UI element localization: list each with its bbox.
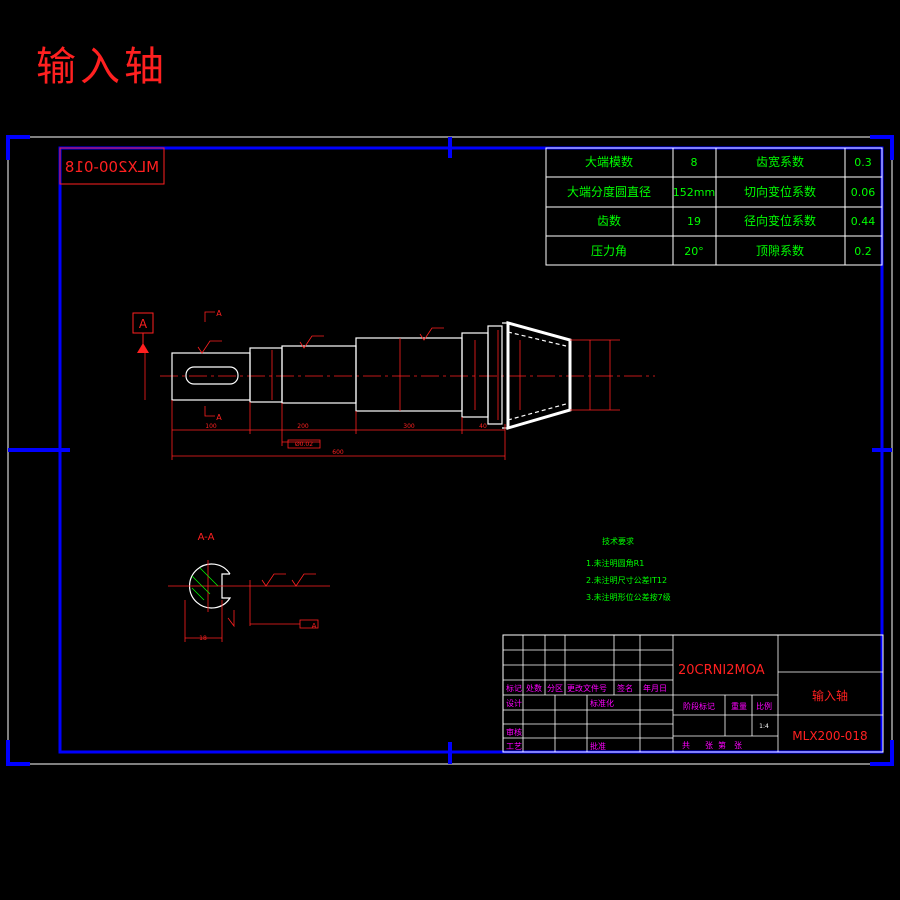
- param-label2-1: 切向变位系数: [744, 184, 816, 199]
- section-mark-bottom: A: [216, 413, 222, 422]
- param-value-3: 20°: [684, 245, 704, 258]
- tb-stage-mark: 阶段标记: [683, 701, 715, 711]
- tb-change-doc: 更改文件号: [567, 683, 607, 693]
- tb-weight: 重量: [731, 701, 747, 711]
- param-value2-1: 0.06: [851, 186, 876, 199]
- tb-sheet1: 张: [705, 741, 713, 750]
- dim-seg2: 200: [297, 423, 309, 430]
- shaft-view: [160, 321, 655, 430]
- sheet-inner-frame: [58, 146, 884, 754]
- drawing-title: 输入轴: [36, 44, 168, 90]
- part-name: 输入轴: [812, 688, 848, 703]
- dimension-lines: [144, 311, 620, 460]
- tech-item-1: 1.未注明圆角R1: [586, 558, 644, 568]
- tb-design: 设计: [506, 698, 522, 708]
- tech-requirements: 技术要求 1.未注明圆角R1 2.未注明尺寸公差IT12 3.未注明形位公差按7…: [586, 536, 671, 602]
- tb-sign: 签名: [617, 683, 633, 693]
- dim-seg1: 100: [205, 423, 217, 430]
- key-width: 18: [199, 635, 207, 642]
- param-label-3: 压力角: [591, 244, 627, 258]
- section-view: A-A 18 A: [168, 532, 330, 642]
- tb-scale-label: 比例: [756, 701, 772, 711]
- part-code: MLX200-018: [792, 729, 867, 743]
- tb-process: 工艺: [506, 742, 522, 751]
- tech-item-2: 2.未注明尺寸公差IT12: [586, 575, 667, 585]
- tech-heading: 技术要求: [602, 536, 634, 546]
- tb-mark: 标记: [506, 683, 522, 693]
- param-value2-3: 0.2: [854, 245, 872, 258]
- mirrored-code: MLX200-018: [65, 158, 159, 176]
- scale-value: 1:4: [759, 723, 769, 730]
- tb-review: 审核: [506, 727, 522, 737]
- tb-approve: 批准: [590, 741, 606, 751]
- param-label2-2: 径向变位系数: [744, 213, 816, 228]
- dim-seg4: 40: [479, 423, 487, 430]
- tb-zone: 分区: [547, 684, 563, 693]
- param-value-2: 19: [687, 215, 701, 228]
- datum-label: A: [139, 317, 148, 331]
- tb-standard: 标准化: [590, 698, 614, 708]
- corner-marks: [6, 135, 894, 766]
- param-value-0: 8: [691, 156, 698, 169]
- params-table: 大端模数 8 齿宽系数 0.3 大端分度圆直径 152mm 切向变位系数 0.06 齿数 19 径向…: [545, 147, 883, 266]
- dim-total: 600: [332, 449, 344, 456]
- tb-count: 处数: [526, 683, 542, 693]
- param-label-1: 大端分度圆直径: [567, 184, 651, 199]
- param-value2-2: 0.44: [851, 215, 876, 228]
- param-label-2: 齿数: [597, 213, 621, 228]
- mirrored-code-box: [59, 147, 165, 185]
- tech-item-3: 3.未注明形位公差按7级: [586, 592, 671, 602]
- section-datum-ref: A: [312, 622, 317, 630]
- datum-marker: A: [132, 312, 154, 353]
- param-label2-0: 齿宽系数: [756, 154, 804, 169]
- tb-date: 年月日: [643, 683, 667, 693]
- tb-total: 共: [682, 741, 690, 750]
- dim-seg3: 300: [403, 423, 415, 430]
- section-mark-top: A: [216, 309, 222, 318]
- param-value-1: 152mm: [673, 186, 715, 199]
- param-value2-0: 0.3: [854, 156, 872, 169]
- dim-tolerance: Ø0.02: [295, 441, 313, 448]
- section-label: A-A: [198, 532, 215, 543]
- param-label2-3: 顶隙系数: [756, 243, 804, 258]
- keyway: [185, 366, 239, 385]
- tb-sheet2: 张: [734, 741, 742, 750]
- title-block: 20CRNI2MOA 输入轴 MLX200-018 1:4 标记 处数 分区 更…: [502, 634, 884, 753]
- dimension-texts: 100 200 300 40 600 Ø0.02 A A: [205, 309, 487, 456]
- param-label-0: 大端模数: [585, 154, 633, 169]
- tb-no: 第: [718, 740, 726, 750]
- material: 20CRNI2MOA: [678, 663, 765, 678]
